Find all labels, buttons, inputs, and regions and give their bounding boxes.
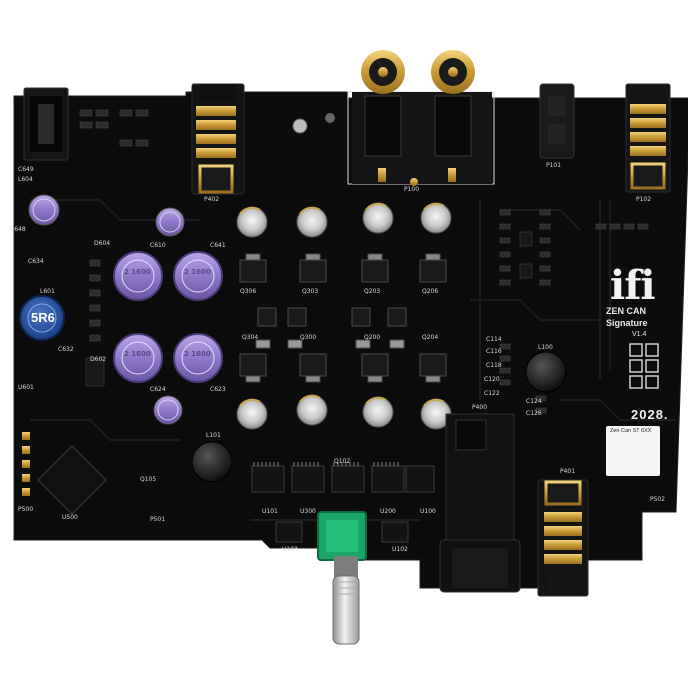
serial-sticker <box>606 426 660 476</box>
ref-u100: U100 <box>420 508 436 515</box>
date-code: 2028. <box>631 407 669 422</box>
sticker-text: Zen Can ST 6XX <box>610 428 652 434</box>
ref-q105: Q105 <box>140 476 157 483</box>
header-pins <box>22 432 30 496</box>
brand-logo: ifi <box>610 262 656 309</box>
smd-components <box>79 109 649 414</box>
transistors <box>239 253 447 383</box>
ref-q303: Q303 <box>302 288 319 295</box>
ref-l604: L604 <box>18 176 33 183</box>
board-version: V1.4 <box>632 331 647 338</box>
ref-p502: P502 <box>650 496 666 503</box>
model-name-line2: Signature <box>606 318 648 328</box>
ref-c122: C122 <box>484 390 500 397</box>
ref-p402: P402 <box>204 196 220 203</box>
headphone-jack-p402 <box>191 83 245 195</box>
ic-chips <box>251 465 435 543</box>
ref-u500: U500 <box>62 514 78 521</box>
ref-l100: L100 <box>538 344 553 351</box>
inductor-l101 <box>191 441 233 483</box>
ref-q203: Q203 <box>364 288 381 295</box>
ref-l101: L101 <box>206 432 221 439</box>
ref-q306: Q306 <box>240 288 257 295</box>
inductor-l100 <box>525 351 567 393</box>
ref-u101: U101 <box>262 508 278 515</box>
ref-c623: C623 <box>210 386 226 393</box>
ref-c632: C632 <box>58 346 74 353</box>
ref-q204: Q204 <box>422 334 439 341</box>
balanced-jack-p401 <box>537 479 589 597</box>
ref-p400: P400 <box>472 404 488 411</box>
ref-c624: C624 <box>150 386 166 393</box>
ref-d602: D602 <box>90 356 107 363</box>
ref-l601: L601 <box>40 288 55 295</box>
ref-c124: C124 <box>526 398 542 405</box>
ref-p501: P501 <box>150 516 166 523</box>
balanced-jack-p102 <box>625 83 671 193</box>
ref-q200: Q200 <box>364 334 381 341</box>
screw <box>325 113 335 123</box>
pcb-traces <box>30 199 676 521</box>
ref-c641: C641 <box>210 242 226 249</box>
model-name-line1: ZEN CAN <box>606 306 646 316</box>
ref-q102: Q102 <box>334 458 351 465</box>
cap-marking-1: 2 1600 <box>124 268 151 276</box>
ref-p101: P101 <box>546 162 562 169</box>
capacitors-silver-bottom <box>236 394 452 430</box>
ref-c126: C126 <box>526 410 542 417</box>
ref-c118: C118 <box>486 362 502 369</box>
ref-u103: U103 <box>282 546 298 553</box>
ref-p401: P401 <box>560 468 576 475</box>
ref-c649: C649 <box>18 166 34 173</box>
ref-c116: C116 <box>486 348 502 355</box>
ref-q206: Q206 <box>422 288 439 295</box>
volume-potentiometer <box>317 511 367 645</box>
cap-marking-4: 2 1600 <box>184 350 211 358</box>
ref-c634: C634 <box>28 258 44 265</box>
ref-p100: P100 <box>404 186 420 193</box>
microcontroller-u500 <box>37 445 107 515</box>
ref-q300: Q300 <box>300 334 317 341</box>
dc-power-jack <box>23 87 69 161</box>
logo-grid <box>629 343 659 389</box>
ref-p102: P102 <box>636 196 652 203</box>
ref-u102: U102 <box>392 546 408 553</box>
capacitor-c610 <box>113 251 163 301</box>
ref-d604: D604 <box>94 240 111 247</box>
headphone-jack-p400 <box>439 413 521 593</box>
ref-c114: C114 <box>486 336 502 343</box>
jack-p101 <box>539 83 575 159</box>
capacitor-c648 <box>28 194 60 226</box>
screw <box>292 118 308 134</box>
capacitor-small-top <box>155 207 185 237</box>
ref-u200: U200 <box>380 508 396 515</box>
capacitor-c623 <box>173 333 223 383</box>
capacitor-c641 <box>173 251 223 301</box>
capacitor-c600 <box>153 395 183 425</box>
ref-u300: U300 <box>300 508 316 515</box>
inductor-l601 <box>19 295 65 341</box>
ref-c648: C648 <box>10 226 26 233</box>
ref-u601: U601 <box>18 384 34 391</box>
ref-q304: Q304 <box>242 334 259 341</box>
cap-marking-2: 2 1600 <box>184 268 211 276</box>
capacitor-c624 <box>113 333 163 383</box>
cap-marking-3: 2 1600 <box>124 350 151 358</box>
inductor-marking: 5R6 <box>31 310 55 325</box>
rca-jacks-p100 <box>347 50 495 186</box>
ref-c610: C610 <box>150 242 166 249</box>
ref-c120: C120 <box>484 376 500 383</box>
ref-p500: P500 <box>18 506 34 513</box>
